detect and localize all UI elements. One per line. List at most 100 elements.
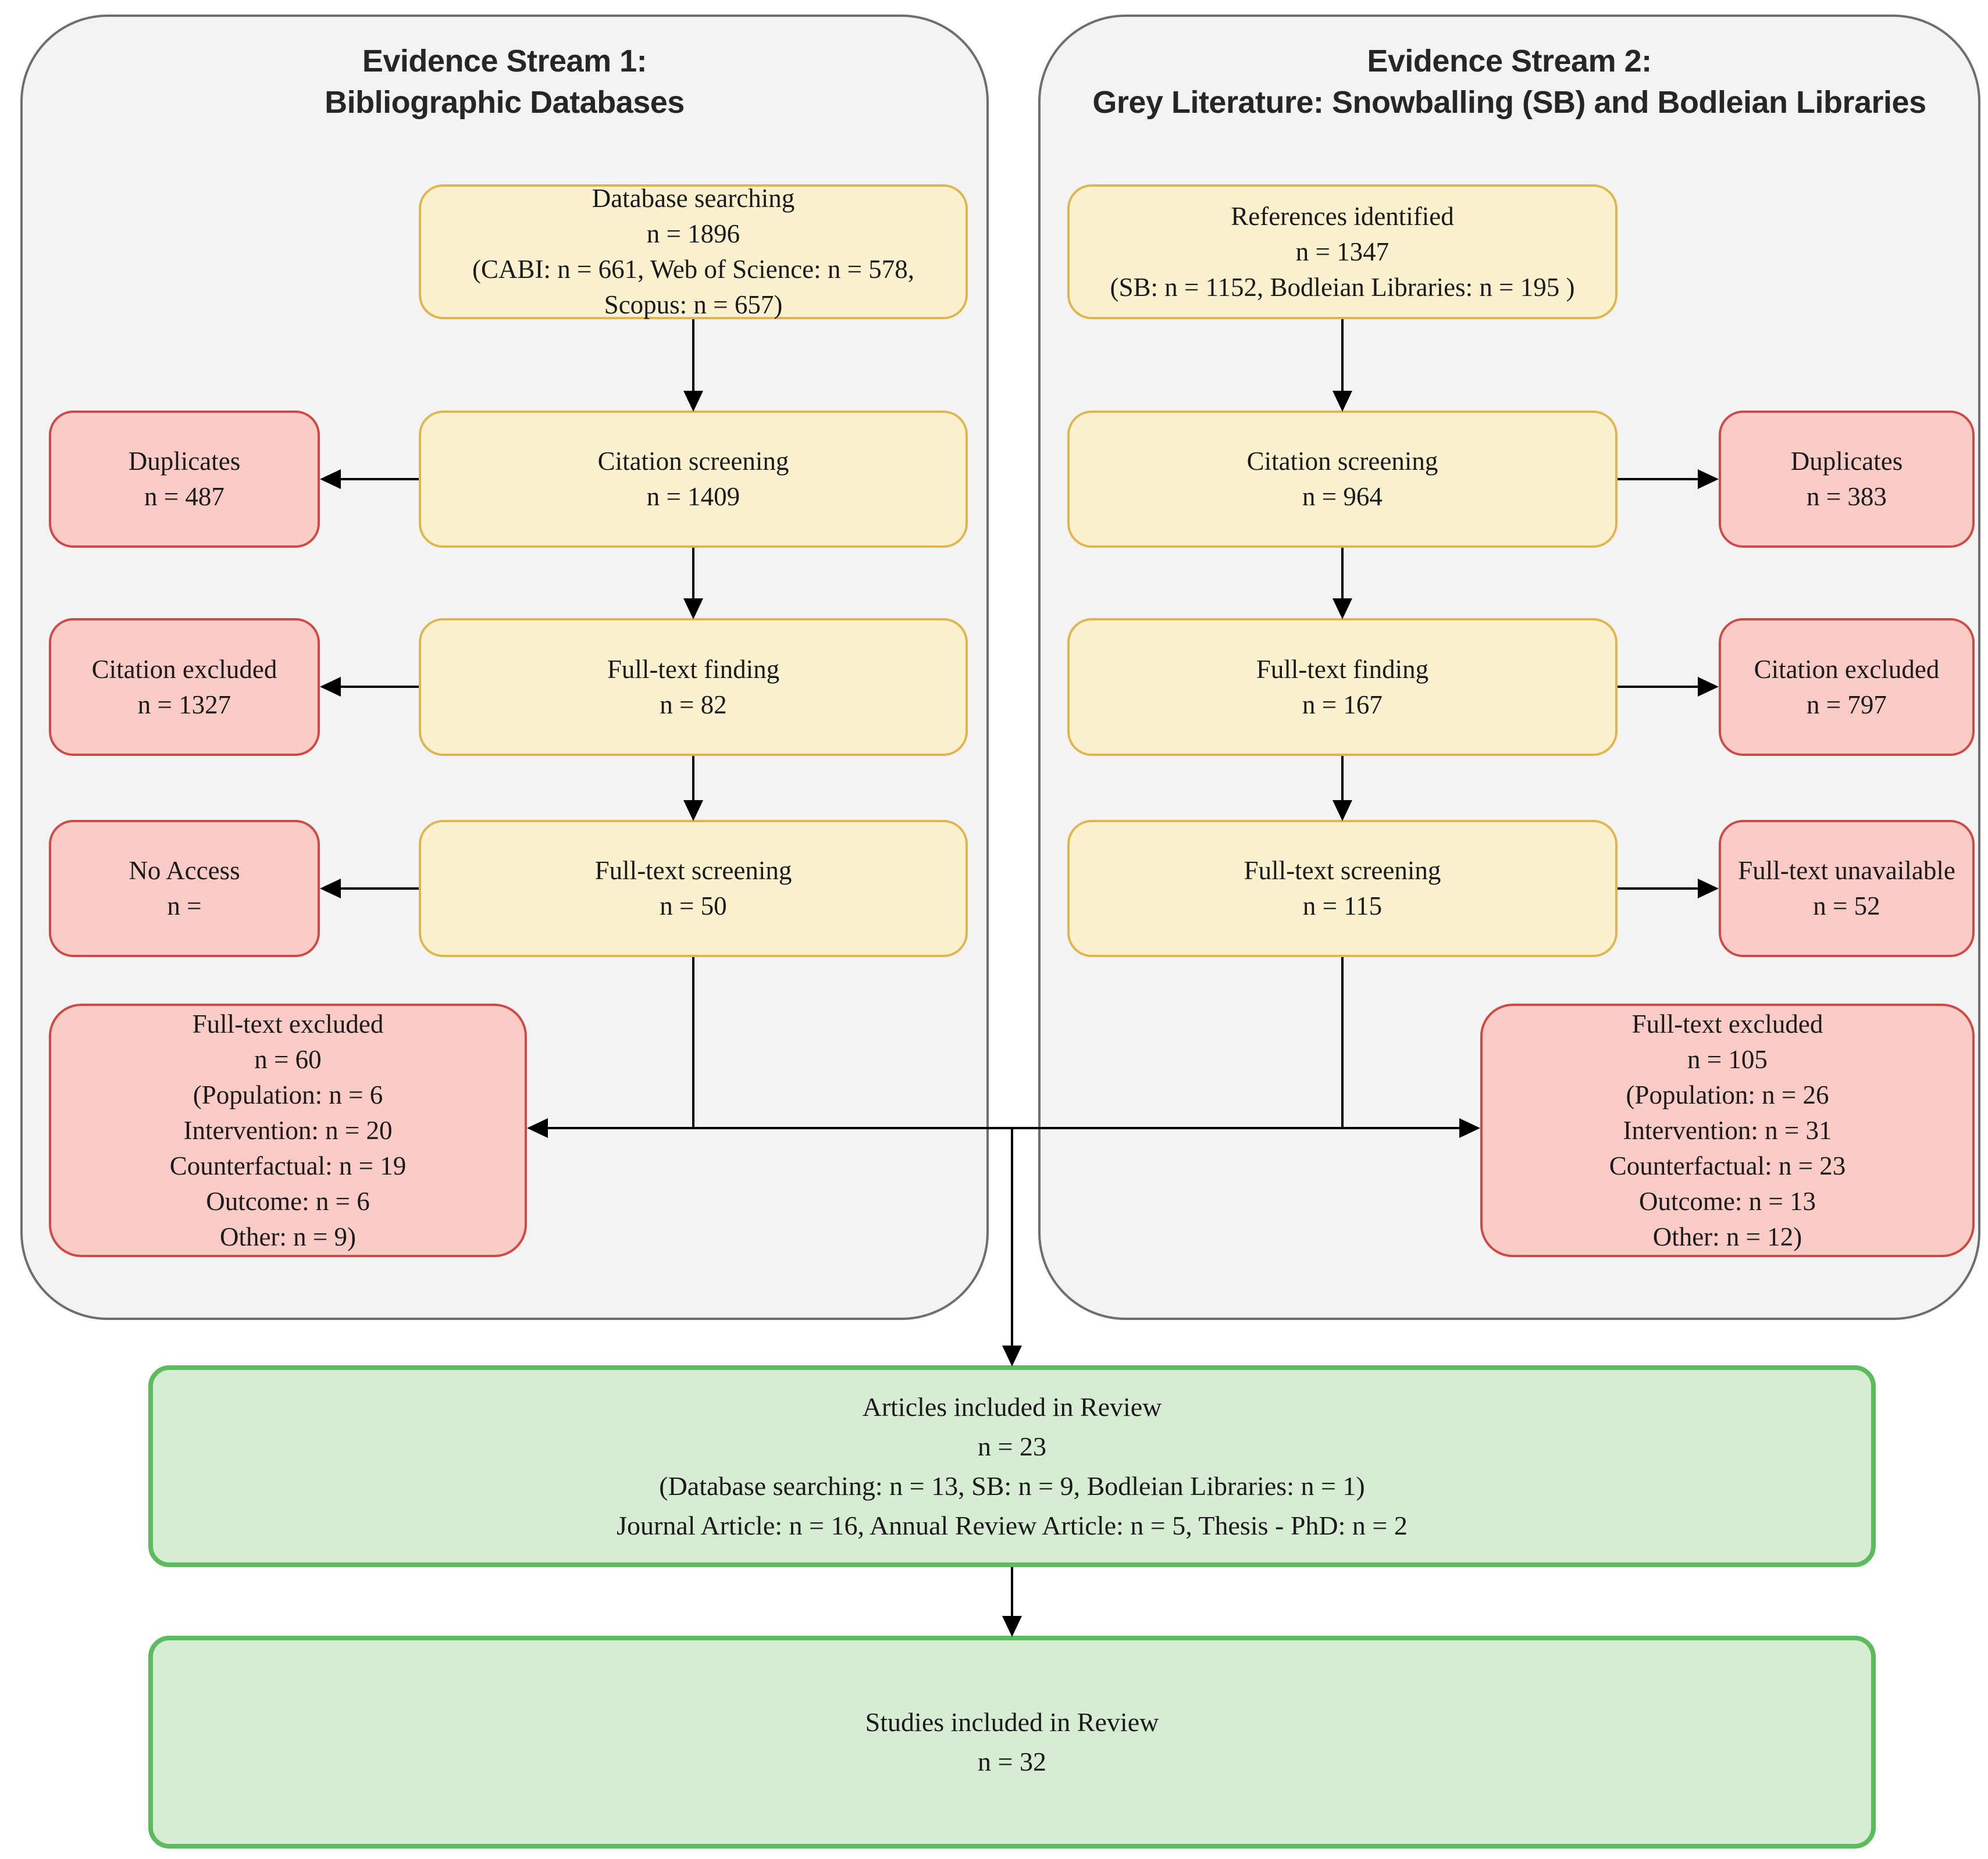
box-line: n = 1409: [646, 482, 740, 511]
arrow-to-duplicates-s1-shaft: [340, 478, 419, 480]
arrow-to-citation-excluded-s2-head: [1698, 677, 1719, 697]
arrow-finding-to-screening-s2-head: [1333, 800, 1352, 821]
box-line: Citation excluded: [1754, 654, 1940, 684]
connector-left-head: [527, 1118, 548, 1138]
box-line: Full-text excluded: [192, 1009, 384, 1039]
box-articles-included: Articles included in Review n = 23 (Data…: [148, 1365, 1876, 1567]
box-line: Counterfactual: n = 23: [1609, 1151, 1846, 1180]
box-line: (Population: n = 6: [193, 1080, 383, 1109]
box-line: Full-text finding: [1256, 654, 1429, 684]
box-citation-screening-stream2: Citation screening n = 964: [1067, 411, 1618, 548]
arrow-to-duplicates-s2-shaft: [1618, 478, 1699, 480]
box-line: n = 60: [254, 1044, 322, 1074]
box-line: n = 1896: [646, 219, 740, 248]
box-line: Citation excluded: [91, 654, 277, 684]
box-line: Scopus: n = 657): [604, 290, 783, 319]
arrow-to-citation-excluded-s2-shaft: [1618, 686, 1699, 688]
box-line: n = 797: [1807, 690, 1887, 719]
box-line: n = 1347: [1295, 237, 1390, 266]
box-database-searching: Database searching n = 1896 (CABI: n = 6…: [419, 184, 968, 319]
arrow-citation-to-finding-s1-shaft: [692, 548, 694, 598]
arrow-finding-to-screening-s2-shaft: [1341, 756, 1344, 800]
box-line: Database searching: [592, 184, 795, 213]
box-line: n =: [167, 891, 202, 920]
box-line: Intervention: n = 20: [183, 1115, 393, 1145]
arrow-citation-to-finding-s1-head: [683, 598, 703, 619]
stream2-title-line1: Evidence Stream 2:: [1367, 44, 1652, 79]
box-line: Other: n = 12): [1652, 1222, 1802, 1251]
box-line: n = 23: [978, 1431, 1046, 1461]
box-line: Full-text screening: [1244, 856, 1441, 885]
box-duplicates-stream1: Duplicates n = 487: [49, 411, 320, 548]
box-references-identified: References identified n = 1347 (SB: n = …: [1067, 184, 1618, 319]
box-line: n = 964: [1302, 482, 1383, 511]
box-studies-included: Studies included in Review n = 32: [148, 1636, 1876, 1849]
box-line: No Access: [129, 856, 240, 885]
box-full-text-screening-stream1: Full-text screening n = 50: [419, 820, 968, 957]
arrow-to-no-access-head: [320, 879, 341, 898]
connector-right-head: [1459, 1118, 1480, 1138]
box-full-text-screening-stream2: Full-text screening n = 115: [1067, 820, 1618, 957]
arrow-to-articles-shaft: [1011, 1127, 1013, 1346]
box-full-text-finding-stream1: Full-text finding n = 82: [419, 618, 968, 756]
box-citation-excluded-stream1: Citation excluded n = 1327: [49, 618, 320, 756]
box-line: Other: n = 9): [219, 1222, 357, 1251]
connector-horizontal-shaft: [547, 1127, 1460, 1129]
box-line: Outcome: n = 13: [1638, 1186, 1816, 1216]
box-no-access: No Access n =: [49, 820, 320, 957]
drop-line-stream1: [692, 957, 694, 1128]
stream1-title-line1: Evidence Stream 1:: [362, 44, 647, 79]
arrow-refs-to-citation-head: [1333, 391, 1352, 412]
box-line: Citation screening: [597, 447, 789, 476]
box-line: n = 487: [144, 482, 225, 511]
stream2-title: Evidence Stream 2: Grey Literature: Snow…: [1038, 41, 1980, 124]
arrow-citation-to-finding-s2-head: [1333, 598, 1352, 619]
drop-line-stream2: [1341, 957, 1344, 1128]
arrow-to-citation-excluded-s1-shaft: [340, 686, 419, 688]
box-full-text-excluded-stream2: Full-text excluded n = 105 (Population: …: [1480, 1004, 1975, 1257]
box-line: Journal Article: n = 16, Annual Review A…: [617, 1510, 1408, 1540]
arrow-articles-to-studies-head: [1002, 1616, 1022, 1637]
box-line: (Population: n = 26: [1626, 1080, 1829, 1109]
box-line: Full-text finding: [607, 654, 780, 684]
box-line: Duplicates: [128, 447, 241, 476]
box-line: (Database searching: n = 13, SB: n = 9, …: [659, 1471, 1365, 1501]
box-line: Full-text screening: [594, 856, 792, 885]
box-duplicates-stream2: Duplicates n = 383: [1719, 411, 1975, 548]
arrow-to-articles-head: [1002, 1346, 1022, 1366]
arrow-db-to-citation-head: [683, 391, 703, 412]
arrow-to-duplicates-s2-head: [1698, 469, 1719, 489]
box-line: Duplicates: [1790, 447, 1903, 476]
box-line: n = 383: [1807, 482, 1887, 511]
box-line: n = 115: [1302, 891, 1383, 920]
stream1-title-line2: Bibliographic Databases: [325, 85, 685, 120]
box-line: Citation screening: [1246, 447, 1438, 476]
box-line: Studies included in Review: [865, 1707, 1159, 1737]
box-line: n = 32: [978, 1747, 1046, 1776]
box-line: Intervention: n = 31: [1623, 1115, 1832, 1145]
box-line: (CABI: n = 661, Web of Science: n = 578,: [472, 255, 914, 284]
arrow-to-no-access-shaft: [340, 887, 419, 890]
box-citation-excluded-stream2: Citation excluded n = 797: [1719, 618, 1975, 756]
box-line: Full-text unavailable: [1738, 856, 1955, 885]
arrow-db-to-citation-shaft: [692, 319, 694, 391]
stream1-title: Evidence Stream 1: Bibliographic Databas…: [20, 41, 989, 124]
box-line: n = 50: [660, 891, 727, 920]
arrow-finding-to-screening-s1-head: [683, 800, 703, 821]
box-line: n = 1327: [137, 690, 231, 719]
arrow-to-full-text-unavailable-head: [1698, 879, 1719, 898]
arrow-refs-to-citation-shaft: [1341, 319, 1344, 391]
arrow-to-full-text-unavailable-shaft: [1618, 887, 1699, 890]
box-full-text-finding-stream2: Full-text finding n = 167: [1067, 618, 1618, 756]
arrow-citation-to-finding-s2-shaft: [1341, 548, 1344, 598]
box-line: n = 52: [1813, 891, 1880, 920]
box-line: Articles included in Review: [862, 1391, 1162, 1422]
box-line: Counterfactual: n = 19: [169, 1151, 407, 1180]
box-line: n = 105: [1687, 1044, 1768, 1074]
box-citation-screening-stream1: Citation screening n = 1409: [419, 411, 968, 548]
box-full-text-unavailable: Full-text unavailable n = 52: [1719, 820, 1975, 957]
arrow-to-citation-excluded-s1-head: [320, 677, 341, 697]
box-line: References identified: [1231, 201, 1454, 231]
box-full-text-excluded-stream1: Full-text excluded n = 60 (Population: n…: [49, 1004, 527, 1257]
